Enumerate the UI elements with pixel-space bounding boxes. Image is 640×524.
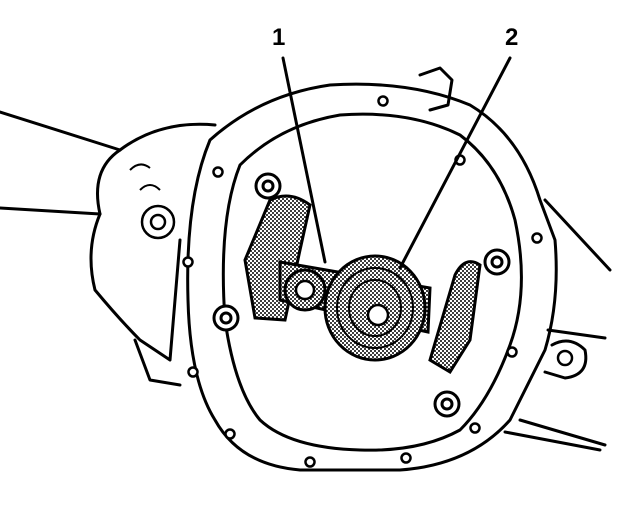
ring-gear	[323, 254, 427, 362]
axle-tube-right	[503, 198, 612, 452]
leader-line-2	[398, 56, 512, 270]
callout-2: 2	[505, 24, 519, 51]
cover-flange	[186, 82, 558, 472]
bearing-cap-right	[428, 260, 482, 375]
housing-body	[89, 66, 588, 387]
leader-lines	[281, 56, 512, 270]
callout-1: 1	[272, 24, 286, 51]
axle-tube-left	[0, 110, 122, 216]
cap-bolts	[212, 172, 511, 418]
leader-line-1	[281, 56, 327, 264]
